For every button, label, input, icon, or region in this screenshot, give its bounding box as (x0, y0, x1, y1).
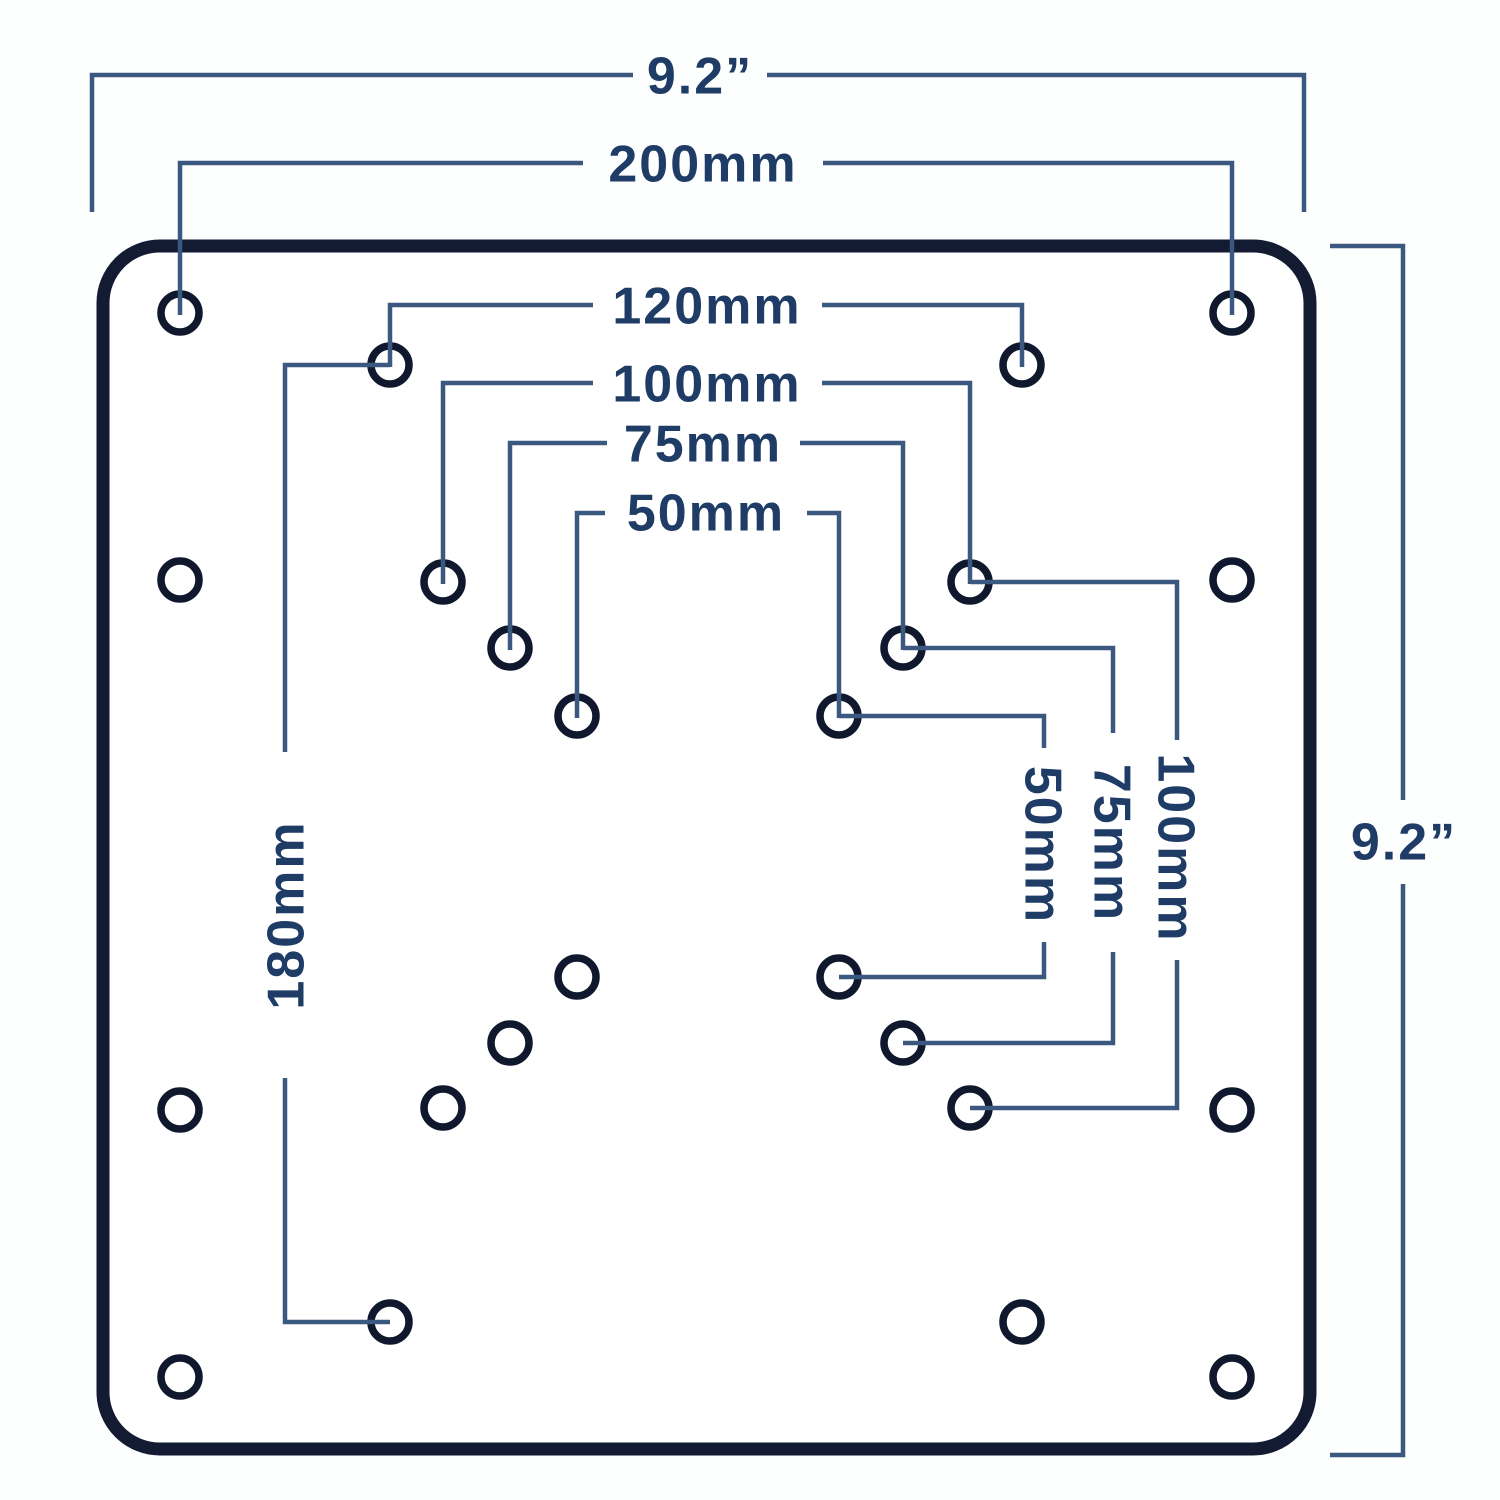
dim-label-50mm: 50mm (627, 485, 785, 543)
leader-50mm-right (807, 510, 842, 718)
leader-180mm-bottom (282, 1078, 390, 1325)
leader-100mm-left (440, 380, 593, 584)
dim-label-200mm: 200mm (608, 136, 797, 194)
dim-label-75mm-vertical: 75mm (1082, 764, 1140, 922)
dim-label-50mm-vertical: 50mm (1013, 766, 1071, 924)
mounting-hole-vesa-50 (554, 954, 600, 1000)
leader-50mm-side-bottom (839, 942, 1047, 980)
leader-9.2-right-bottom (1330, 884, 1406, 1458)
mounting-hole-120x180 (999, 1299, 1045, 1345)
mounting-hole-edge-column (157, 557, 203, 603)
leader-180mm-top (282, 362, 390, 752)
dim-label-75mm: 75mm (624, 416, 782, 474)
dim-label-120mm: 120mm (612, 278, 801, 336)
leader-200mm-right (823, 160, 1235, 315)
leader-9.2-right-top (1330, 243, 1406, 800)
leader-50mm-left (574, 510, 605, 718)
leader-9.2-top-right (767, 72, 1307, 212)
leader-120mm-left (387, 302, 593, 367)
mounting-hole-edge-column (1209, 1087, 1255, 1133)
leader-75mm-side-top (903, 645, 1116, 733)
leader-75mm-left (507, 440, 607, 650)
dim-label-height-inches-right: 9.2” (1351, 814, 1457, 872)
mounting-hole-edge-column (1209, 557, 1255, 603)
dim-label-width-inches-top: 9.2” (647, 48, 753, 106)
mounting-hole-200mm-corners (157, 1354, 203, 1400)
leader-75mm-side-bottom (903, 952, 1116, 1046)
leader-75mm-right (800, 440, 906, 650)
leader-9.2-top-left (89, 72, 633, 212)
leader-50mm-side-top (839, 713, 1047, 748)
dim-label-180mm-vertical: 180mm (258, 820, 316, 1009)
leader-120mm-right (822, 302, 1025, 367)
leader-200mm-left (177, 160, 583, 315)
leader-100mm-side-top (970, 579, 1180, 740)
mounting-hole-vesa-75 (487, 1020, 533, 1066)
mounting-hole-vesa-100 (420, 1085, 466, 1131)
adapter-plate-outline (96, 239, 1317, 1456)
mounting-hole-200mm-corners (1209, 1354, 1255, 1400)
dim-label-100mm-vertical: 100mm (1146, 753, 1204, 942)
leader-100mm-side-bottom (970, 960, 1180, 1111)
dim-label-100mm: 100mm (612, 356, 801, 414)
mounting-hole-edge-column (157, 1087, 203, 1133)
leader-100mm-right (822, 380, 973, 584)
